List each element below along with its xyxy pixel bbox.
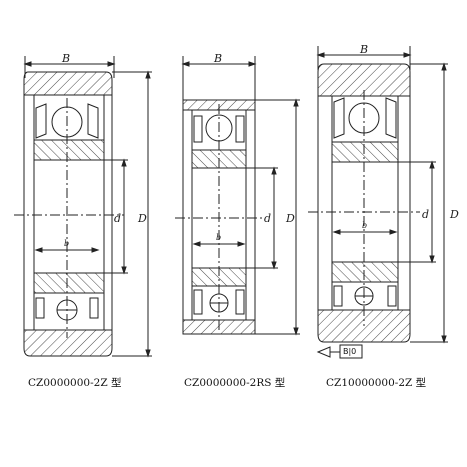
bearing-3-drawing xyxy=(308,46,448,359)
bearing-1-ring-width-label: b xyxy=(64,239,69,248)
bearing-1-caption: CZ0000000-2Z 型 xyxy=(28,377,122,389)
bearing-3-width-label: B xyxy=(359,43,368,56)
bearing-3-inner-diameter-label: d xyxy=(422,208,429,221)
bearing-2-drawing xyxy=(175,56,300,336)
bearing-2-inner-diameter-label: d xyxy=(264,212,271,225)
bearing-1-outer-diameter-label: D xyxy=(137,212,147,225)
bearing-1-inner-diameter-label: d xyxy=(114,212,121,225)
datum-reference-label: B|0 xyxy=(343,347,357,356)
bearing-2-caption: CZ0000000-2RS 型 xyxy=(184,377,286,389)
bearing-1-drawing xyxy=(14,56,152,358)
bearing-3-ring-width-label: b xyxy=(362,221,367,230)
bearing-1-width-label: B xyxy=(61,52,70,65)
bearing-3-caption: CZ10000000-2Z 型 xyxy=(326,377,427,389)
bearing-2-width-label: B xyxy=(213,52,222,65)
bearing-2-ring-width-label: b xyxy=(216,233,221,242)
bearing-2-outer-diameter-label: D xyxy=(285,212,295,225)
bearing-3-outer-diameter-label: D xyxy=(449,208,459,221)
